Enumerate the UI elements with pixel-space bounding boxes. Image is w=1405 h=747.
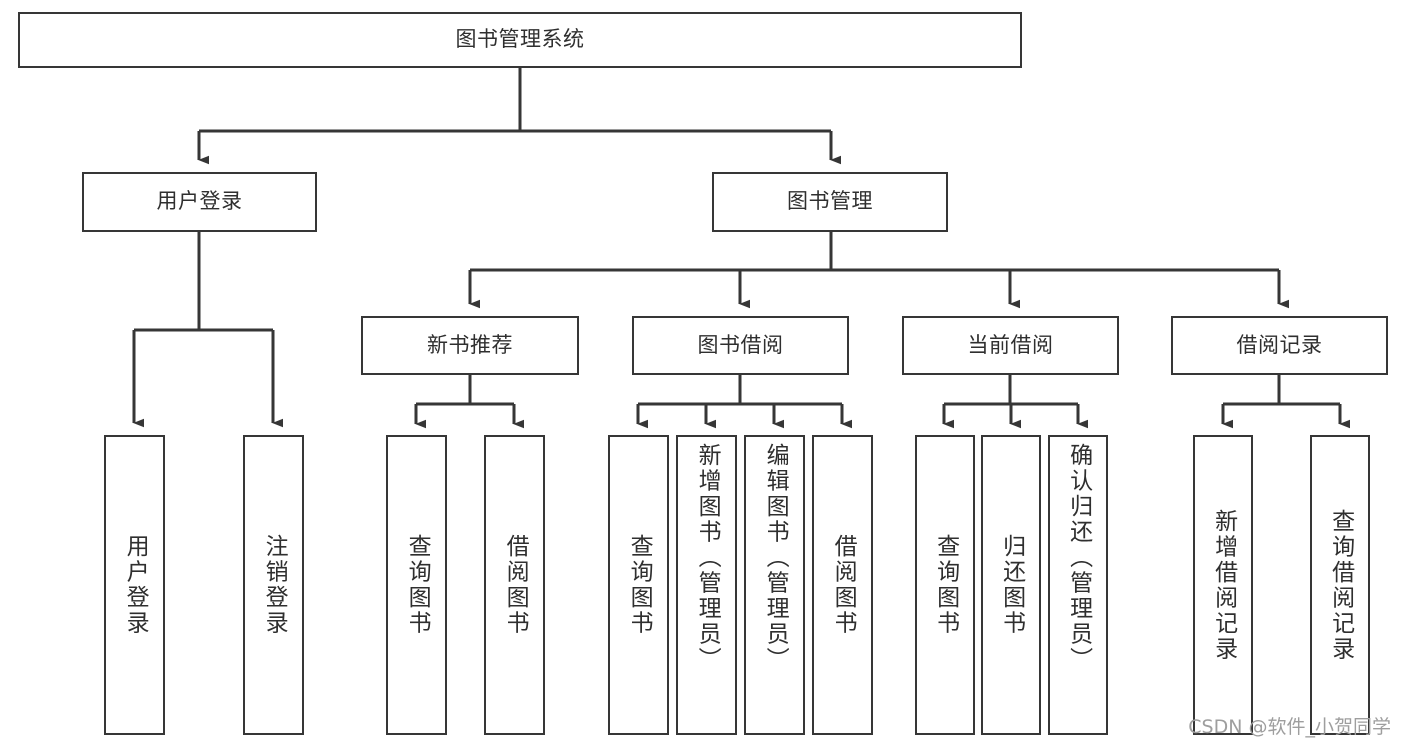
node-label: 图书借阅 [697, 332, 784, 357]
node-label: 图书管理系统 [455, 27, 585, 52]
node-label: 查询借阅记录 [1327, 508, 1354, 662]
node-label: 当前借阅 [967, 332, 1054, 357]
node-root-system[interactable]: 图书管理系统 [18, 12, 1022, 68]
leaf-recommend-query-book[interactable]: 查询图书 [386, 435, 447, 735]
node-book-management[interactable]: 图书管理 [712, 172, 948, 232]
leaf-record-query-record[interactable]: 查询借阅记录 [1310, 435, 1370, 735]
node-label: 查询图书 [626, 534, 653, 636]
node-label: 归还图书 [998, 534, 1025, 636]
node-label: 借阅图书 [830, 534, 857, 636]
node-label: 借阅记录 [1236, 332, 1323, 357]
node-label: 用户登录 [156, 189, 243, 214]
leaf-recommend-borrow-book[interactable]: 借阅图书 [484, 435, 545, 735]
leaf-user-login-signout[interactable]: 注销登录 [243, 435, 304, 735]
node-label: 查询图书 [404, 534, 431, 636]
leaf-user-login-signin[interactable]: 用户登录 [104, 435, 165, 735]
watermark-text: CSDN @软件_小贺同学 [1188, 716, 1391, 738]
node-label: 新增借阅记录 [1210, 508, 1237, 662]
node-label: 图书管理 [787, 189, 873, 214]
node-label: 新书推荐 [427, 332, 513, 357]
node-label: 注销登录 [261, 534, 288, 636]
node-current-borrow[interactable]: 当前借阅 [902, 316, 1119, 375]
leaf-current-confirm-return-admin[interactable]: 确认归还（管理员） [1048, 435, 1108, 735]
node-new-book-recommend[interactable]: 新书推荐 [361, 316, 579, 375]
leaf-borrow-edit-book-admin[interactable]: 编辑图书（管理员） [744, 435, 805, 735]
node-label: 借阅图书 [502, 534, 529, 636]
node-label: 查询图书 [932, 534, 959, 636]
node-label: 新增图书（管理员） [694, 443, 721, 673]
node-user-login[interactable]: 用户登录 [82, 172, 317, 232]
leaf-current-return-book[interactable]: 归还图书 [981, 435, 1041, 735]
node-label: 用户登录 [122, 534, 149, 636]
leaf-borrow-query-book[interactable]: 查询图书 [608, 435, 669, 735]
node-label: 确认归还（管理员） [1065, 443, 1092, 673]
leaf-current-query-book[interactable]: 查询图书 [915, 435, 975, 735]
node-borrow-record[interactable]: 借阅记录 [1171, 316, 1388, 375]
leaf-borrow-borrow-book[interactable]: 借阅图书 [812, 435, 873, 735]
leaf-record-add-record[interactable]: 新增借阅记录 [1193, 435, 1253, 735]
node-book-borrow[interactable]: 图书借阅 [632, 316, 849, 375]
leaf-borrow-add-book-admin[interactable]: 新增图书（管理员） [676, 435, 737, 735]
node-label: 编辑图书（管理员） [762, 443, 789, 673]
